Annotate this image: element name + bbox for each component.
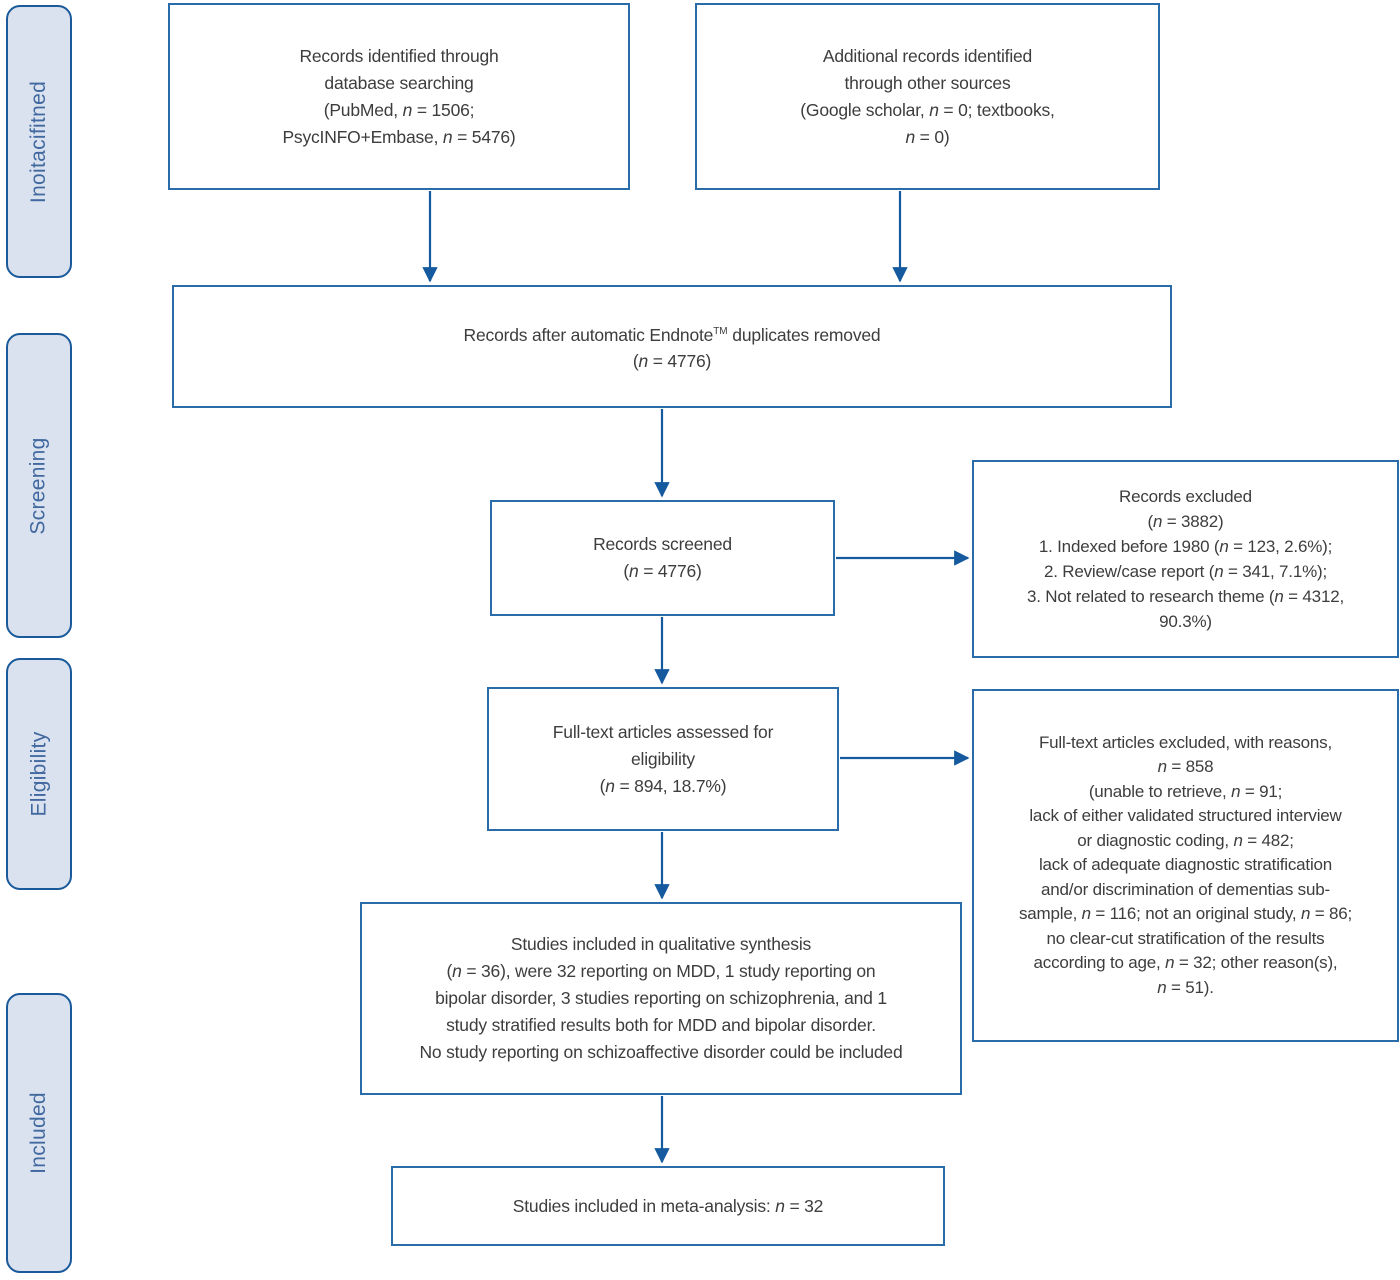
stage-eligibility-label: Eligibility xyxy=(27,731,50,817)
stage-screening: Screening xyxy=(6,333,72,638)
stage-identification-label: Inoitacifitned xyxy=(27,80,50,203)
box-meta-analysis: Studies included in meta-analysis: n = 3… xyxy=(391,1166,945,1246)
stage-included: Included xyxy=(6,993,72,1273)
stage-identification: Inoitacifitned xyxy=(6,5,72,278)
box-fulltext-excluded: Full-text articles excluded, with reason… xyxy=(972,689,1399,1042)
stage-screening-label: Screening xyxy=(27,436,51,535)
box-duplicates-removed: Records after automatic EndnoteTM duplic… xyxy=(172,285,1172,408)
box-qualitative-synthesis: Studies included in qualitative synthesi… xyxy=(360,902,962,1095)
box-records-screened: Records screened(n = 4776) xyxy=(490,500,835,616)
box-records-excluded: Records excluded(n = 3882)1. Indexed bef… xyxy=(972,460,1399,658)
stage-eligibility: Eligibility xyxy=(6,658,72,890)
stage-included-label: Included xyxy=(27,1092,51,1174)
